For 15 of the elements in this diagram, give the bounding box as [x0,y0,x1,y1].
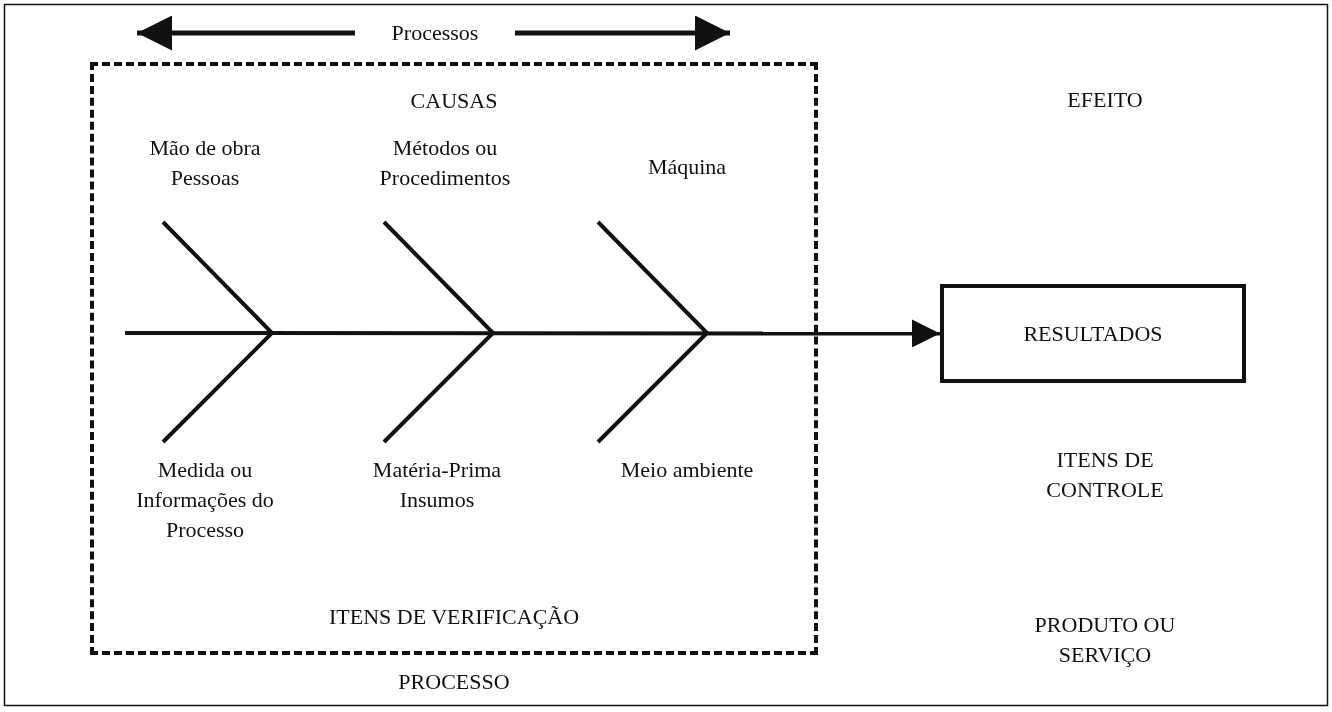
region-footer: ITENS DE VERIFICAÇÃO [94,602,814,632]
result-box [940,284,1246,383]
effect-label: PRODUTO OU SERVIÇO [1033,611,1177,669]
cause-label: Máquina [646,153,728,181]
cause-label: Meio ambiente [619,456,755,484]
cause-label: Métodos ou Procedimentos [378,134,512,192]
region-heading: CAUSAS [409,87,499,115]
cause-label: Matéria-Prima Insumos [371,456,503,514]
cause-label: Medida ou Informações do Processo [135,456,275,544]
cause-label: Mão de obra Pessoas [148,134,262,192]
effect-heading: EFEITO [1066,86,1144,114]
box-label: RESULTADOS [1023,320,1163,347]
spine-arrow [125,319,940,348]
region-caption: PROCESSO [397,668,511,696]
effect-label: ITENS DE CONTROLE [1045,446,1165,504]
